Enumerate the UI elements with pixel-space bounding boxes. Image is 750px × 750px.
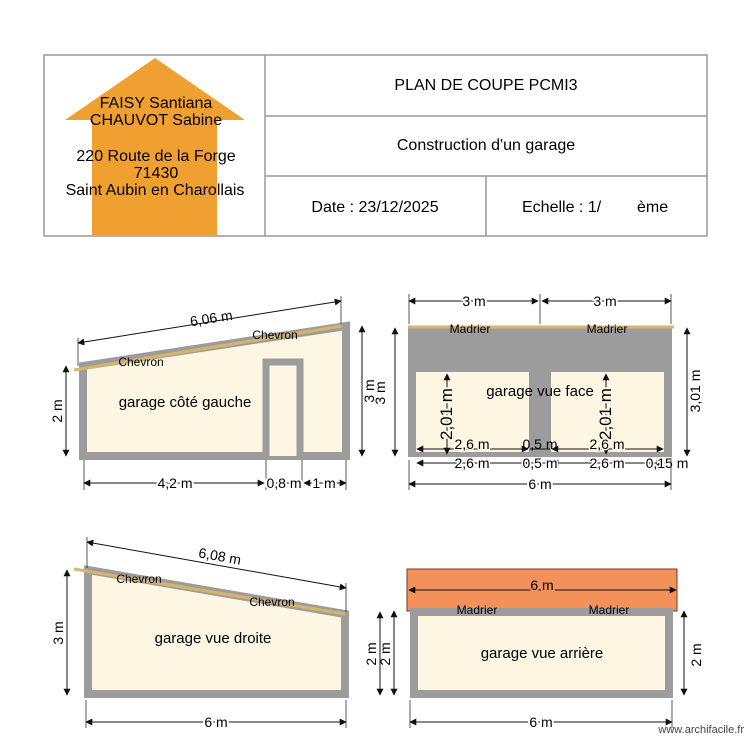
rear-height-left: 2 m: [377, 642, 393, 665]
left-rafter-bottom-label: Chevron: [118, 355, 163, 369]
project-title: Construction d'un garage: [397, 137, 575, 154]
front-door-height-right: 2,01 m: [596, 388, 615, 440]
left-view-label: garage côté gauche: [119, 394, 252, 411]
owner-name-1: FAISY Santiana: [100, 95, 213, 112]
front-total-width: 6 m: [528, 476, 551, 492]
title-block: FAISY Santiana CHAUVOT Sabine 220 Route …: [43, 54, 708, 237]
front-height-left: 3 m: [372, 381, 388, 404]
front-height-right: 3,01 m: [687, 370, 703, 413]
front-row1-a: 2,6 m: [454, 436, 489, 452]
rear-view-label: garage vue arrière: [481, 645, 604, 662]
left-height-low: 2 m: [49, 399, 65, 422]
right-view-label: garage vue droite: [155, 630, 272, 647]
address-postcode: 71430: [134, 165, 179, 182]
right-rafter-bottom-label: Chevron: [249, 595, 294, 609]
front-half-left: 3 m: [462, 293, 485, 309]
left-roof-length: 6,06 m: [189, 307, 234, 330]
right-roof-length: 6,08 m: [197, 544, 242, 567]
front-half-right: 3 m: [593, 293, 616, 309]
rear-height-right: 2 m: [688, 643, 704, 666]
rear-beam-left-label: Madrier: [457, 603, 498, 617]
front-row2-d: 0,15 m: [646, 455, 689, 471]
address-town: Saint Aubin en Charollais: [66, 182, 245, 199]
scale-label: Echelle : 1/: [522, 199, 602, 216]
front-door-height-left: 2,01 m: [437, 388, 456, 440]
right-height: 3 m: [50, 621, 66, 644]
view-front: Madrier Madrier garage vue face 3 m 3 m …: [372, 291, 703, 494]
front-beam-right-label: Madrier: [587, 322, 628, 336]
front-row1-b: 0,5 m: [522, 436, 557, 452]
watermark[interactable]: www.archifacile.fr: [658, 724, 744, 736]
rear-roof-width: 6 m: [530, 577, 553, 593]
view-rear: 6 m Madrier Madrier garage vue arrière 2…: [377, 568, 704, 732]
scale-suffix: ème: [637, 199, 668, 216]
right-width: 6 m: [204, 714, 227, 730]
left-width-b: 0,8 m: [266, 475, 301, 491]
front-row2-b: 0,5 m: [522, 455, 557, 471]
owner-name-2: CHAUVOT Sabine: [90, 112, 222, 129]
view-right-side: garage vue droite Chevron Chevron 6,08 m…: [50, 537, 384, 732]
right-height-right: 2 m: [363, 642, 379, 665]
date-label: Date : 23/12/2025: [311, 199, 438, 216]
rear-beam-right-label: Madrier: [589, 603, 630, 617]
front-row1-c: 2,6 m: [589, 436, 624, 452]
plan-title: PLAN DE COUPE PCMI3: [394, 77, 577, 94]
rear-width: 6 m: [529, 714, 552, 730]
view-left-side: garage côté gauche Chevron Chevron 6,06 …: [49, 296, 377, 493]
house-logo-icon: [65, 58, 245, 235]
front-row2-c: 2,6 m: [589, 455, 624, 471]
front-row2-a: 2,6 m: [454, 455, 489, 471]
address-street: 220 Route de la Forge: [76, 148, 235, 165]
left-height-high: 3 m: [361, 379, 377, 402]
left-width-c: 1 m: [312, 475, 335, 491]
front-beam-left-label: Madrier: [450, 322, 491, 336]
front-view-label: garage vue face: [486, 383, 594, 400]
left-width-a: 4,2 m: [157, 475, 192, 491]
left-rafter-top-label: Chevron: [252, 328, 297, 342]
right-rafter-top-label: Chevron: [116, 572, 161, 586]
